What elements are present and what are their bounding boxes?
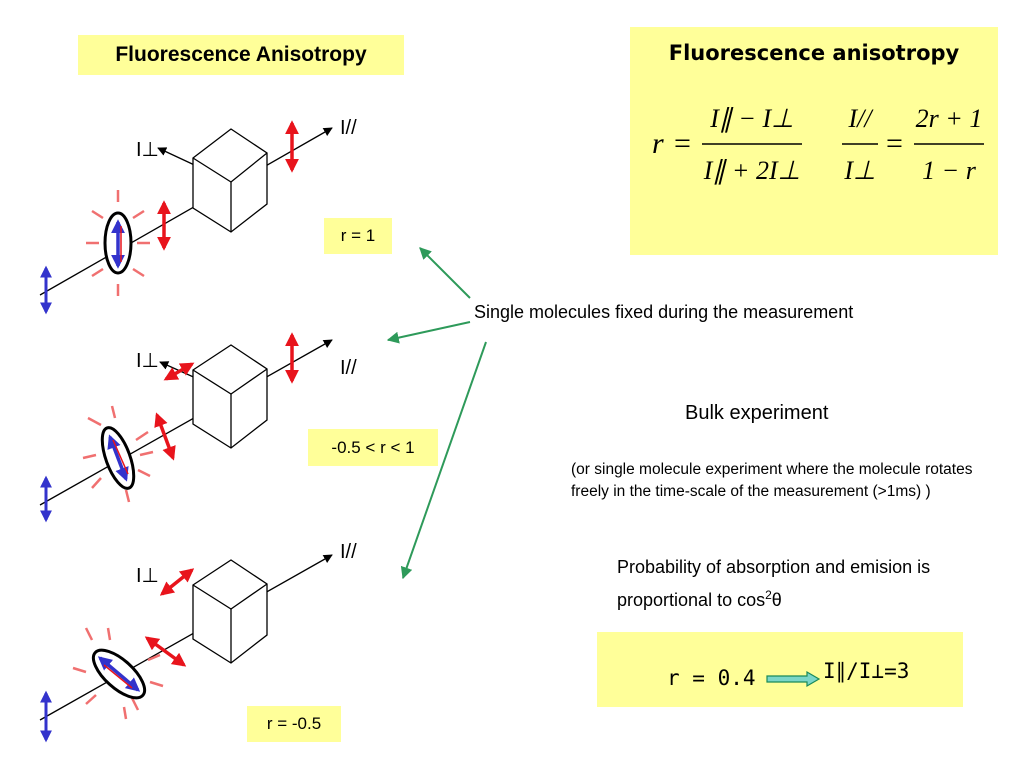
pointer-arrows [386, 247, 487, 580]
formula-panel: Fluorescence anisotropy r = I∥ − I⊥ I∥ +… [630, 27, 998, 255]
formula-title: Fluorescence anisotropy [668, 41, 960, 65]
eq1-equals: = [674, 127, 691, 160]
case-2-r-label: -0.5 < r < 1 [308, 429, 438, 466]
case-1-diagram [39, 120, 333, 315]
emission-dipole [103, 664, 133, 689]
r-value: r = 0.4 [667, 666, 756, 690]
formula-equations: r = I∥ − I⊥ I∥ + 2I⊥ I// I⊥ = 2r + 1 1 −… [652, 104, 984, 185]
single-molecule-text: Single molecules fixed during the measur… [474, 302, 854, 322]
probability-text: Probability of absorption and emision is… [617, 553, 947, 614]
excitation-beam [39, 554, 333, 721]
probability-main: Probability of absorption and emision is… [617, 557, 931, 610]
absorption-dipole [107, 434, 129, 482]
result-panel: r = 0.4 I∥/I⊥=3 [597, 632, 963, 707]
eq2-right-num: 2r + 1 [916, 104, 983, 133]
eq2-left-den: I⊥ [843, 156, 875, 185]
case-3-i-perp-label: I⊥ [136, 565, 159, 587]
polarizer-cube [192, 128, 268, 233]
polarizer-cube [192, 344, 268, 449]
result-contents: r = 0.4 I∥/I⊥=3 [667, 659, 909, 690]
pointer-arrow-case-3 [400, 341, 487, 580]
case-3-r-label: r = -0.5 [247, 706, 341, 742]
excitation-beam [39, 127, 333, 296]
slide-title: Fluorescence Anisotropy [78, 35, 404, 75]
eq1-numerator: I∥ − I⊥ [709, 104, 794, 133]
emission-dipole [112, 439, 129, 475]
emission-rays [82, 405, 154, 503]
bulk-heading: Bulk experiment [685, 402, 829, 424]
eq2-right-den: 1 − r [922, 156, 977, 185]
case-3-diagram [39, 554, 333, 743]
case-2-i-par-label: I// [340, 357, 357, 379]
emitted-polarization-arrow [154, 412, 176, 461]
pointer-arrow-case-1 [419, 247, 471, 299]
pointer-arrow-case-2 [386, 321, 471, 344]
absorption-dipole [97, 656, 141, 692]
perpendicular-polarization-arrow [159, 568, 195, 596]
bulk-note: (or single molecule experiment where the… [571, 461, 973, 500]
intensity-ratio: I∥/I⊥=3 [823, 659, 909, 683]
polarizer-cube [192, 559, 268, 664]
theta-symbol: θ [771, 590, 782, 610]
perpendicular-polarization-arrow [163, 362, 195, 381]
case-2-diagram [39, 332, 333, 523]
excitation-beam [39, 339, 333, 506]
eq2-left-num: I// [847, 104, 874, 133]
probability-exponent: 2 [765, 588, 772, 602]
emission-rays [86, 190, 150, 296]
case-1-i-par-label: I// [340, 117, 357, 139]
case-3-i-par-label: I// [340, 541, 357, 563]
eq1-denominator: I∥ + 2I⊥ [703, 156, 801, 185]
emitted-polarization-arrow [144, 636, 187, 667]
case-2-i-perp-label: I⊥ [136, 350, 159, 372]
eq1-lhs: r [652, 127, 664, 160]
right-arrow-icon [766, 670, 821, 688]
eq2-equals: = [886, 127, 903, 160]
case-1-i-perp-label: I⊥ [136, 139, 159, 161]
case-1-r-label: r = 1 [324, 218, 392, 254]
